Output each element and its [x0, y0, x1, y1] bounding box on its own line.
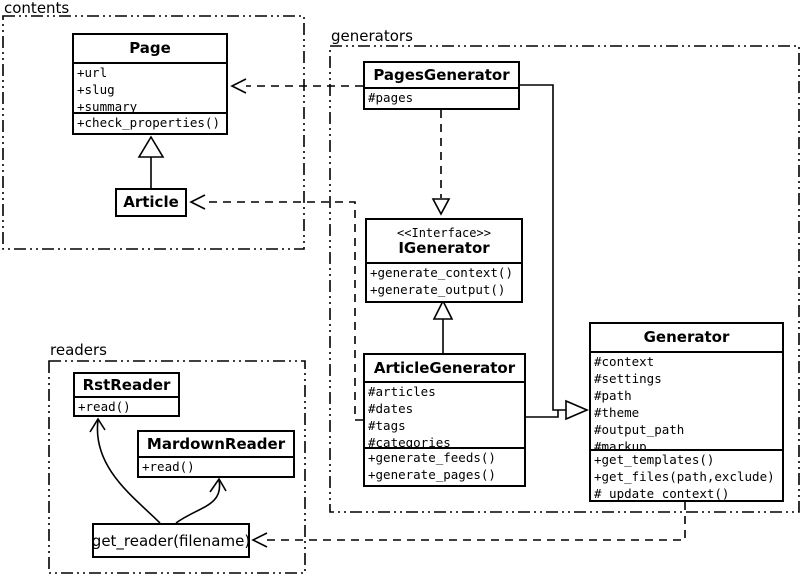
class-mardownreader: MardownReader +read(): [137, 430, 295, 478]
class-rstreader: RstReader +read(): [73, 372, 180, 417]
class-igenerator-title: <<Interface>> IGenerator: [367, 220, 521, 262]
class-page-methods: +check_properties(): [74, 112, 226, 133]
attribute: #pages: [368, 90, 414, 105]
attribute: #markup: [594, 439, 647, 449]
method: +generate_output(): [370, 282, 506, 297]
class-page-attributes: +url +slug +summary: [74, 62, 226, 112]
package-readers-label: readers: [50, 341, 107, 359]
class-articlegenerator-attributes: #articles #dates #tags #categories: [365, 381, 524, 447]
class-generator: Generator #context #settings #path #them…: [589, 322, 784, 502]
class-article: Article: [115, 188, 187, 217]
package-generators-label: generators: [331, 27, 413, 45]
edge-articlegenerator-to-generator: [526, 410, 559, 418]
attribute: #path: [594, 388, 632, 403]
edge-pagesgenerator-to-page-arrowhead: [230, 78, 247, 94]
attribute: #theme: [594, 405, 640, 420]
class-articlegenerator: ArticleGenerator #articles #dates #tags …: [363, 353, 526, 487]
method: +read(): [78, 399, 131, 414]
edge-getreader-to-mardownreader-arrowhead: [209, 477, 227, 493]
class-pagesgenerator-attributes: #pages: [365, 87, 518, 108]
edge-pagesgenerator-to-igenerator-triangle: [431, 198, 451, 216]
edge-articlegenerator-to-igenerator-triangle: [432, 299, 454, 320]
attribute: +slug: [77, 82, 115, 97]
attribute: #tags: [368, 418, 406, 433]
edge-getreader-to-rstreader: [96, 419, 161, 524]
class-pagesgenerator: PagesGenerator #pages: [363, 61, 520, 110]
method: +get_files(path,exclude): [594, 469, 775, 484]
class-generator-methods: +get_templates() +get_files(path,exclude…: [591, 449, 782, 500]
edge-getreader-to-mardownreader: [175, 479, 221, 524]
class-rstreader-methods: +read(): [75, 396, 178, 415]
method: +generate_feeds(): [368, 450, 496, 465]
method: +check_properties(): [77, 115, 220, 130]
edge-pagesgenerator-to-generator: [520, 84, 566, 411]
class-articlegenerator-name: ArticleGenerator: [373, 358, 516, 377]
class-page-name: Page: [129, 39, 171, 57]
attribute: #settings: [594, 371, 662, 386]
package-contents-border: [2, 15, 305, 250]
class-mardownreader-methods: +read(): [139, 456, 293, 476]
class-igenerator-methods: +generate_context() +generate_output(): [367, 262, 521, 301]
edge-generator-to-getreader-arrowhead: [251, 532, 268, 548]
package-contents-label: contents: [4, 0, 70, 17]
method: +generate_pages(): [368, 467, 496, 482]
attribute: +url: [77, 65, 108, 80]
class-generator-attributes: #context #settings #path #theme #output_…: [591, 351, 782, 449]
edge-article-to-page-triangle: [137, 135, 165, 158]
class-igenerator-stereotype: <<Interface>>: [397, 225, 491, 240]
class-articlegenerator-methods: +generate_feeds() +generate_pages(): [365, 447, 524, 485]
class-igenerator: <<Interface>> IGenerator +generate_conte…: [365, 218, 523, 303]
class-page: Page +url +slug +summary +check_properti…: [72, 33, 228, 135]
class-igenerator-name: IGenerator: [398, 238, 490, 257]
attribute: #categories: [368, 435, 451, 447]
method: +get_templates(): [594, 452, 715, 467]
edge-articlegenerator-to-article: [205, 201, 363, 421]
package-readers-border: [48, 360, 306, 574]
class-rstreader-name: RstReader: [82, 375, 171, 394]
class-mardownreader-name: MardownReader: [146, 434, 286, 453]
class-generator-name: Generator: [643, 328, 730, 346]
class-pagesgenerator-name: PagesGenerator: [373, 65, 510, 84]
node-get-reader: get_reader(filename): [92, 523, 250, 558]
attribute: #dates: [368, 401, 414, 416]
edge-getreader-to-rstreader-arrowhead: [89, 417, 106, 433]
edge-to-generator-triangle: [565, 399, 590, 421]
method: +read(): [142, 459, 195, 474]
edge-articlegenerator-to-article-arrowhead: [189, 194, 206, 210]
package-generators-border: [329, 45, 800, 513]
attribute: #output_path: [594, 422, 685, 437]
attribute: #context: [594, 354, 655, 369]
class-article-name: Article: [123, 193, 179, 211]
method: +generate_context(): [370, 265, 513, 280]
attribute: +summary: [77, 99, 138, 112]
method: #_update_context(): [594, 486, 730, 500]
attribute: #articles: [368, 384, 436, 399]
